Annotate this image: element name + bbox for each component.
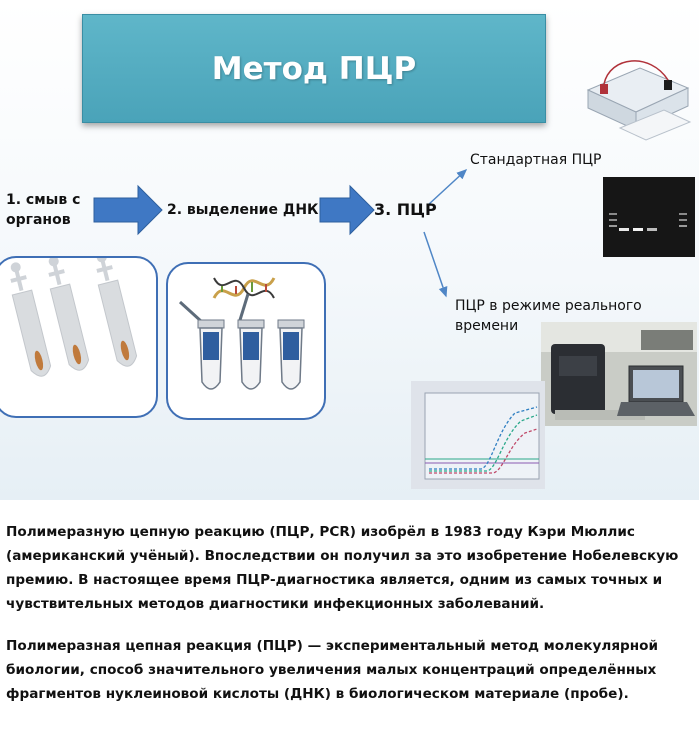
step1-line1: 1. смыв с	[6, 192, 81, 208]
paragraph-definition-line: биологии, способ значительного увеличени…	[6, 662, 657, 678]
swab-panel	[0, 252, 158, 418]
branch-standard-label: Стандартная ПЦР	[470, 152, 602, 168]
swab-tube-icon	[10, 252, 138, 377]
extraction-panel	[166, 262, 326, 420]
amplification-plot-icon	[411, 381, 545, 489]
paragraph-history-line: Полимеразную цепную реакцию (ПЦР, PCR) и…	[6, 524, 635, 540]
step1-line2: органов	[6, 212, 71, 228]
branch-realtime-line1: ПЦР в режиме реального	[455, 298, 642, 314]
paragraph-definition-line: фрагментов нуклеиновой кислоты (ДНК) в б…	[6, 686, 629, 702]
branch-arrow-standard	[427, 168, 468, 206]
title-banner: Метод ПЦР	[82, 14, 546, 123]
flow-arrows	[93, 168, 468, 298]
step3-label: 3. ПЦР	[374, 200, 437, 219]
paragraph-history-line: премию. В настоящее время ПЦР-диагностик…	[6, 572, 663, 588]
paragraph-definition-line: Полимеразная цепная реакция (ПЦР) — эксп…	[6, 638, 659, 654]
step-arrow-1	[93, 184, 163, 236]
branch-realtime-label: ПЦР в режиме реального времени	[455, 296, 642, 336]
paragraph-definition: Полимеразная цепная реакция (ПЦР) — эксп…	[6, 634, 696, 706]
branch-arrow-realtime	[423, 231, 448, 298]
step2-label: 2. выделение ДНК	[167, 202, 319, 218]
extraction-column-icon	[178, 277, 305, 390]
laptop-icon	[617, 365, 695, 416]
step1-label: 1. смыв с органов	[6, 190, 80, 230]
pcr-slide: Метод ПЦР 1. смыв с органов 2. выделение…	[0, 0, 699, 500]
step-arrow-2	[319, 184, 375, 236]
branch-realtime-line2: времени	[455, 318, 519, 334]
dna-helix-icon	[212, 277, 276, 299]
paragraph-history-line: чувствительных методов диагностики инфек…	[6, 596, 545, 612]
gel-electrophoresis-device-icon	[586, 60, 692, 141]
gel-image-icon	[603, 177, 695, 257]
realtime-cycler-icon	[541, 322, 697, 426]
paragraph-history: Полимеразную цепную реакцию (ПЦР, PCR) и…	[6, 520, 696, 616]
paragraph-history-line: (американский учёный). Впоследствии он п…	[6, 548, 679, 564]
page-title: Метод ПЦР	[211, 50, 417, 87]
